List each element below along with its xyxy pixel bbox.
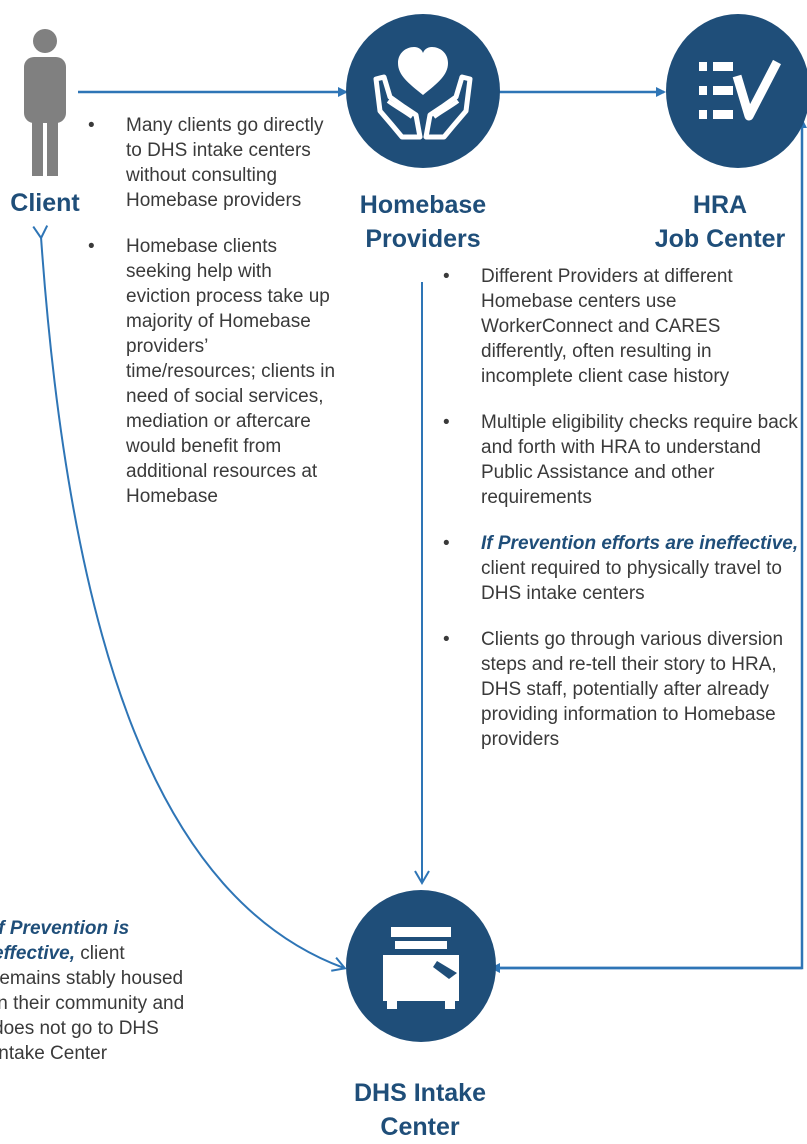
checklist-icon	[699, 59, 781, 121]
bed-icon	[383, 927, 459, 1009]
provider-note: If Prevention efforts are ineffective, c…	[443, 531, 805, 606]
dhs-circle	[346, 890, 496, 1042]
homebase-circle	[346, 14, 500, 168]
prevention-note: If Prevention is effective, client remai…	[0, 918, 185, 1064]
arrow-client-dhs-curve	[32, 225, 347, 972]
homebase-label: Homebase Providers	[359, 191, 487, 253]
client-note: Homebase clients seeking help with evict…	[88, 234, 336, 509]
client-label: Client	[10, 189, 80, 217]
client-note: Many clients go directly to DHS intake c…	[88, 113, 336, 213]
dhs-label: DHS Intake Center	[354, 1079, 486, 1141]
hra-label: HRA Job Center	[654, 191, 786, 253]
person-icon	[24, 29, 66, 176]
provider-note: Clients go through various diversion ste…	[443, 627, 805, 752]
provider-notes: Different Providers at different Homebas…	[443, 264, 805, 773]
client-notes: Many clients go directly to DHS intake c…	[88, 113, 336, 530]
heart-hands-icon	[373, 47, 473, 140]
provider-note: Different Providers at different Homebas…	[443, 264, 805, 389]
provider-note: Multiple eligibility checks require back…	[443, 410, 805, 510]
hra-circle	[666, 14, 807, 168]
